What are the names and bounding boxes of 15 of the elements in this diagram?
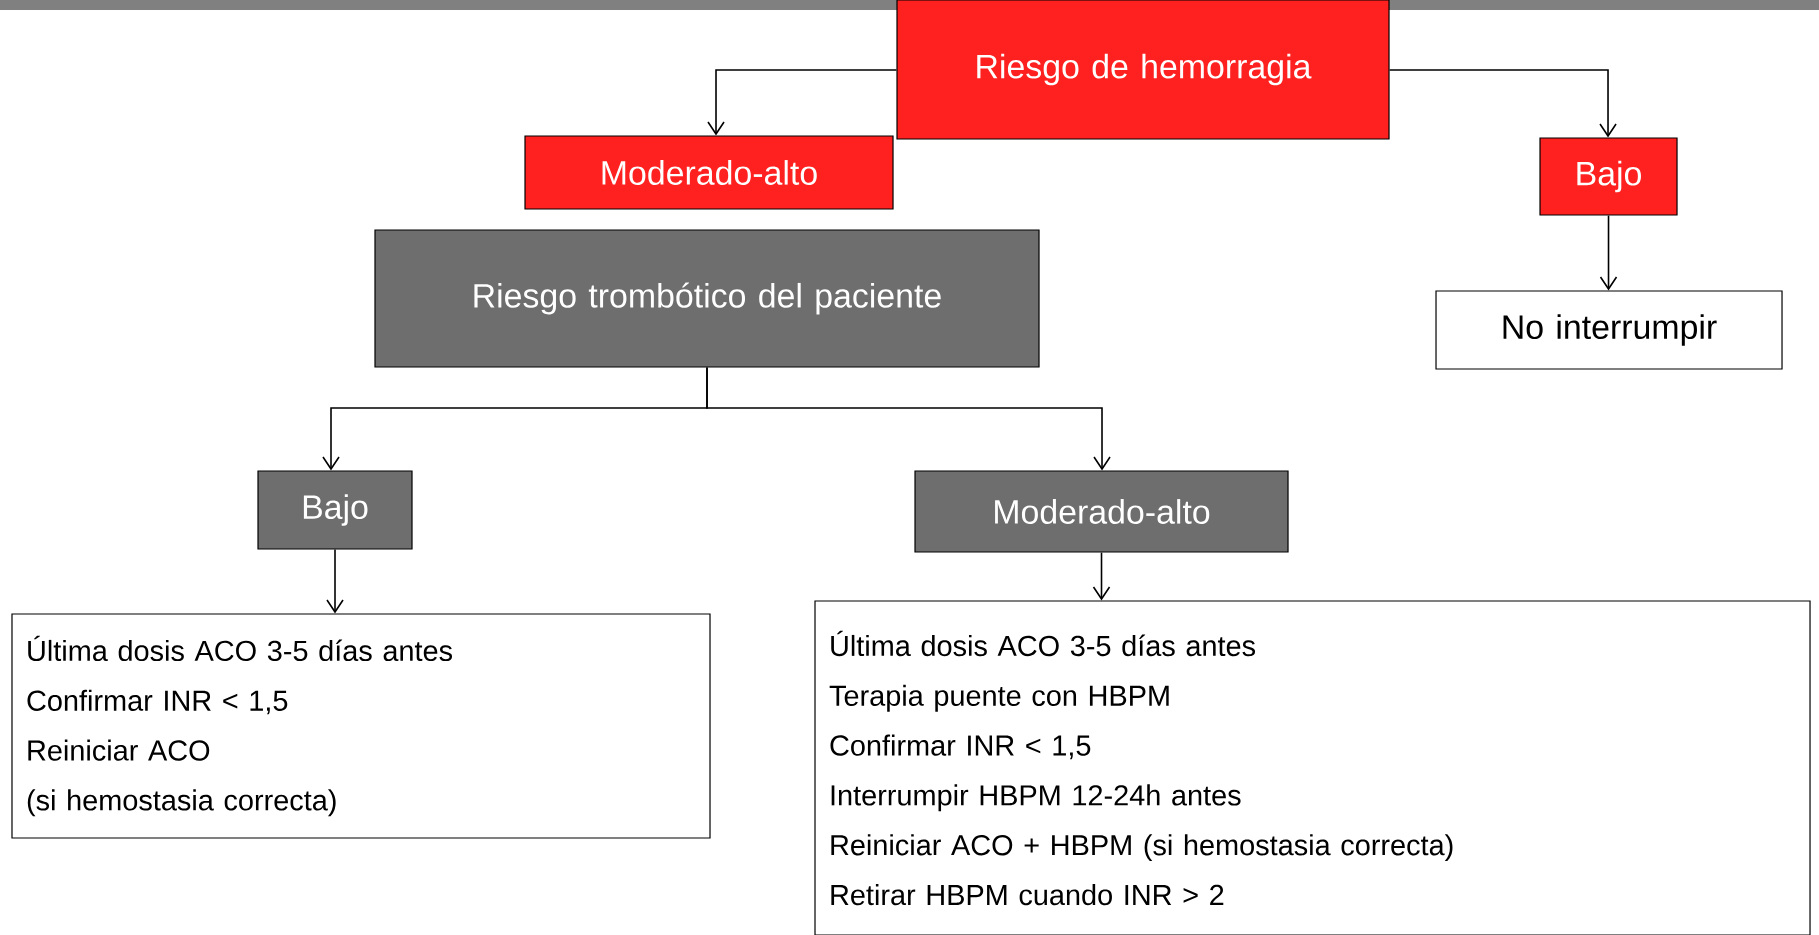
arrow [1388,69,1617,138]
risk-box: Moderado-alto [914,470,1289,553]
action-box: No interrumpir [1435,290,1783,370]
arrow [1092,551,1111,601]
risk-box: Riesgo trombótico del paciente [374,229,1040,368]
risk-box: Bajo [257,470,413,550]
arrow [326,548,344,614]
arrow [707,69,898,136]
decision-box: Riesgo de hemorragia [896,0,1390,140]
decision-box: Moderado-alto [524,135,894,210]
arrow [706,366,1111,471]
action-box: Última dosis ACO 3-5 días antes Terapia puente con HBPM Confirmar INR < 1,5 Interrumpir HBPM 12-24h antes Reiniciar ACO + HBPM (si hemostasia correcta) Retirar HBPM cuando INR > 2 [814,600,1811,935]
decision-box: Bajo [1539,137,1678,216]
action-box: Última dosis ACO 3-5 días antes Confirmar INR < 1,5 Reiniciar ACO (si hemostasia correcta) [11,613,711,839]
arrow [1599,214,1618,291]
